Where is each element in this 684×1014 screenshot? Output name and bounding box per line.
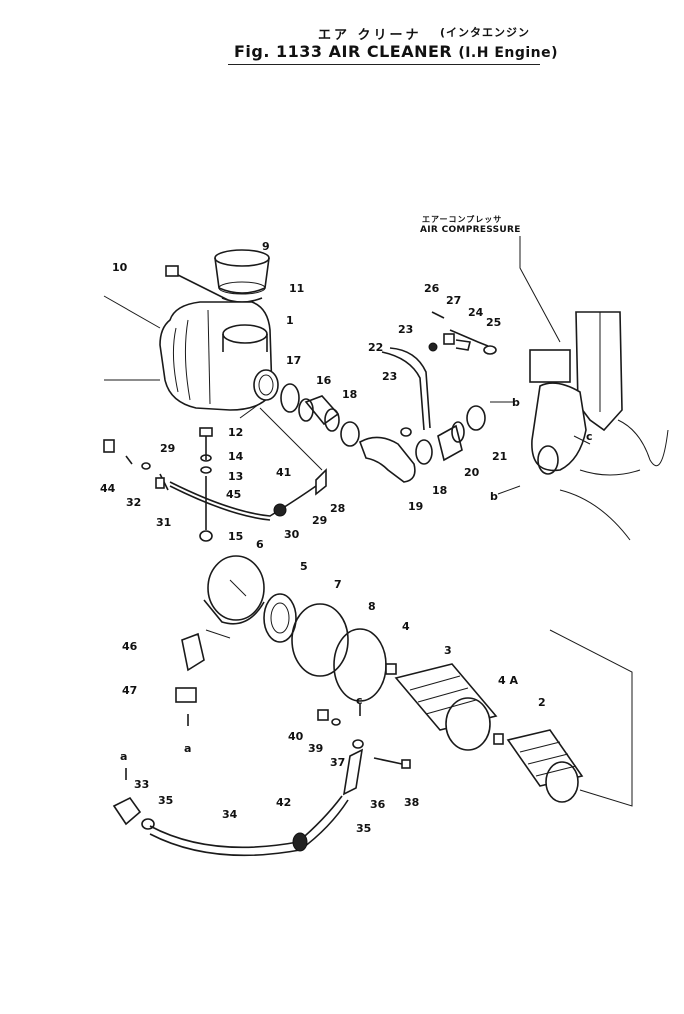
part-label-6: 6 <box>256 538 264 551</box>
ref-label-c-lower: c <box>356 694 363 707</box>
title-japanese: エア クリーナ <box>318 28 422 43</box>
part-label-30: 30 <box>284 528 300 541</box>
part-label-23-upper: 23 <box>398 323 413 336</box>
part-label-18-lower: 18 <box>432 484 447 497</box>
part-label-38: 38 <box>404 796 419 809</box>
part-label-24: 24 <box>468 306 484 319</box>
part-label-19: 19 <box>408 500 423 513</box>
part-label-23-lower: 23 <box>382 370 397 383</box>
part-label-29-right: 29 <box>312 514 327 527</box>
part-label-35-left: 35 <box>158 794 173 807</box>
part-label-42: 42 <box>276 796 291 809</box>
part-label-39: 39 <box>308 742 323 755</box>
air-compressure-label-japanese: エアーコンプレッサ <box>422 215 503 224</box>
intake-hoses <box>280 342 486 483</box>
part-label-4: 4 <box>402 620 410 633</box>
title-japanese-sub: (インタエンジン <box>440 26 531 39</box>
ref-label-b-lower: b <box>490 490 498 503</box>
figure-title-sub: (I.H Engine) <box>458 45 559 61</box>
part-label-13: 13 <box>228 470 243 483</box>
part-label-10: 10 <box>112 261 128 274</box>
part-label-34: 34 <box>222 808 238 821</box>
part-label-36: 36 <box>370 798 386 811</box>
part-label-4a: 4 A <box>498 674 518 687</box>
part-labels: 9 10 11 1 17 16 18 22 23 23 26 27 24 25 … <box>100 240 593 835</box>
ref-label-c-upper: c <box>586 430 593 443</box>
part-label-18-upper: 18 <box>342 388 357 401</box>
part-label-25: 25 <box>486 316 501 329</box>
part-label-32: 32 <box>126 496 141 509</box>
part-label-45: 45 <box>226 488 241 501</box>
part-label-44: 44 <box>100 482 116 495</box>
part-label-27: 27 <box>446 294 461 307</box>
part-label-8: 8 <box>368 600 376 613</box>
part-label-2: 2 <box>538 696 546 709</box>
part-label-29-left: 29 <box>160 442 175 455</box>
part-label-22: 22 <box>368 341 383 354</box>
part-label-9: 9 <box>262 240 270 253</box>
figure-title: Fig. 1133 AIR CLEANER (I.H Engine) <box>234 42 558 61</box>
part-label-21: 21 <box>492 450 507 463</box>
air-compressure-label: AIR COMPRESSURE <box>420 225 521 235</box>
part-label-47: 47 <box>122 684 137 697</box>
part-label-20: 20 <box>464 466 480 479</box>
part-label-5: 5 <box>300 560 308 573</box>
ref-label-a-upper: a <box>184 742 191 755</box>
part-label-37: 37 <box>330 756 345 769</box>
figure-title-text: Fig. 1133 AIR CLEANER <box>234 42 453 61</box>
title-underline <box>228 64 540 65</box>
ref-label-b-upper: b <box>512 396 520 409</box>
indicator-assembly <box>103 401 327 542</box>
part-label-40: 40 <box>288 730 304 743</box>
part-label-7: 7 <box>334 578 342 591</box>
part-label-16: 16 <box>316 374 332 387</box>
part-label-26: 26 <box>424 282 440 295</box>
drain-assembly <box>112 401 591 857</box>
part-label-35-right: 35 <box>356 822 371 835</box>
air-cleaner-body <box>159 249 279 411</box>
part-label-12: 12 <box>228 426 243 439</box>
part-label-1: 1 <box>286 314 294 327</box>
part-label-11: 11 <box>289 282 304 295</box>
part-label-41: 41 <box>276 466 291 479</box>
air-compressor <box>431 236 669 541</box>
part-label-31: 31 <box>156 516 171 529</box>
part-label-46: 46 <box>122 640 138 653</box>
part-label-17: 17 <box>286 354 301 367</box>
part-label-28: 28 <box>330 502 345 515</box>
part-label-33: 33 <box>134 778 149 791</box>
part-label-3: 3 <box>444 644 452 657</box>
part-label-15: 15 <box>228 530 243 543</box>
filter-assembly <box>203 555 633 807</box>
ref-label-a-lower: a <box>120 750 127 763</box>
part-label-14: 14 <box>228 450 244 463</box>
